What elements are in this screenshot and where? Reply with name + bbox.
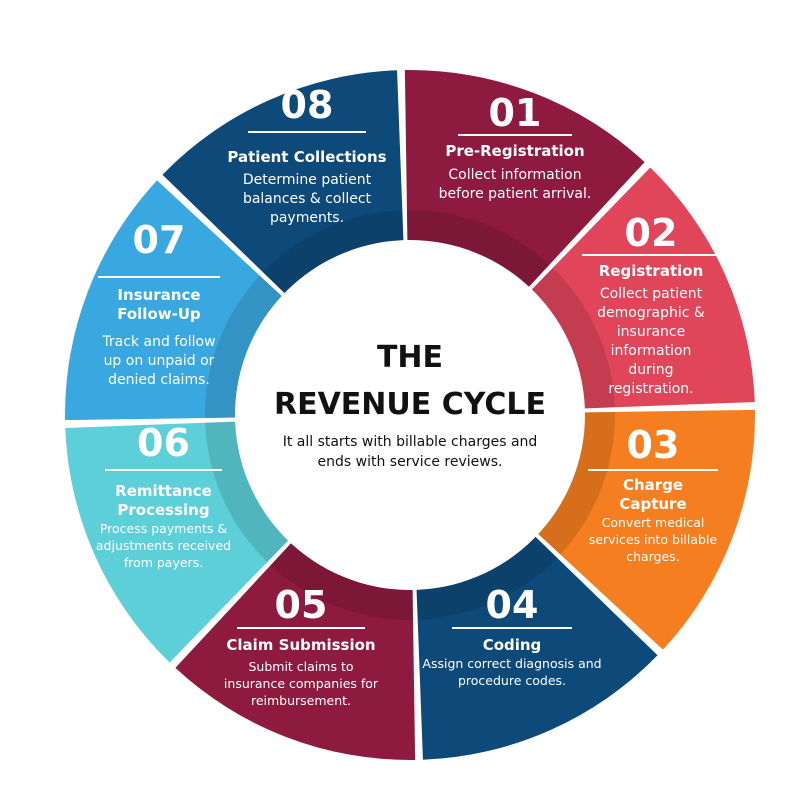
step-title-insurance-follow-up: Insurance [117,286,200,304]
step-title-registration: Registration [599,262,704,280]
step-description-claim-submission: insurance companies for [224,676,379,691]
step-description-registration: information [611,343,692,359]
step-description-insurance-follow-up: up on unpaid or [104,353,215,369]
center-circle [235,240,585,590]
step-description-insurance-follow-up: Track and follow [101,334,215,350]
step-title-remittance-processing: Processing [117,501,209,519]
step-number-registration: 02 [625,211,678,255]
step-title-charge-capture: Charge [623,476,683,494]
step-description-pre-registration: Collect information [448,167,581,183]
center-subtitle-line1: It all starts with billable charges and [283,434,538,450]
step-description-registration: Collect patient [600,286,703,302]
step-title-remittance-processing: Remittance [115,482,212,500]
center-title-line2: REVENUE CYCLE [274,387,546,422]
step-number-charge-capture: 03 [627,423,680,467]
step-title-charge-capture: Capture [619,495,686,513]
step-title-patient-collections: Patient Collections [227,148,386,166]
step-description-remittance-processing: from payers. [124,555,203,570]
center-subtitle-line2: ends with service reviews. [318,454,503,470]
step-title-pre-registration: Pre-Registration [445,142,584,160]
step-description-patient-collections: balances & collect [243,191,372,207]
step-description-registration: during [628,362,673,378]
step-description-coding: procedure codes. [458,673,566,688]
center-title-line1: THE [377,340,443,375]
step-description-charge-capture: services into billable [589,532,718,547]
step-number-remittance-processing: 06 [137,421,190,465]
step-title-insurance-follow-up: Follow-Up [117,305,201,323]
step-description-patient-collections: Determine patient [243,172,372,188]
step-description-registration: demographic & [597,305,705,321]
step-number-coding: 04 [486,583,539,627]
step-number-pre-registration: 01 [489,91,542,135]
step-description-insurance-follow-up: denied claims. [108,372,210,388]
step-description-remittance-processing: Process payments & [100,521,228,536]
step-title-claim-submission: Claim Submission [226,636,375,654]
step-description-coding: Assign correct diagnosis and [422,656,601,671]
step-description-patient-collections: payments. [270,210,344,226]
step-number-claim-submission: 05 [275,583,328,627]
step-title-coding: Coding [483,636,542,654]
step-number-patient-collections: 08 [281,83,334,127]
step-description-claim-submission: reimbursement. [251,693,351,708]
step-description-remittance-processing: adjustments received [96,538,231,553]
step-description-charge-capture: Convert medical [602,515,705,530]
step-description-pre-registration: before patient arrival. [439,186,592,202]
step-number-insurance-follow-up: 07 [133,218,186,262]
step-description-registration: registration. [608,381,693,397]
step-description-claim-submission: Submit claims to [248,659,353,674]
step-description-charge-capture: charges. [626,549,680,564]
step-description-registration: insurance [617,324,685,340]
